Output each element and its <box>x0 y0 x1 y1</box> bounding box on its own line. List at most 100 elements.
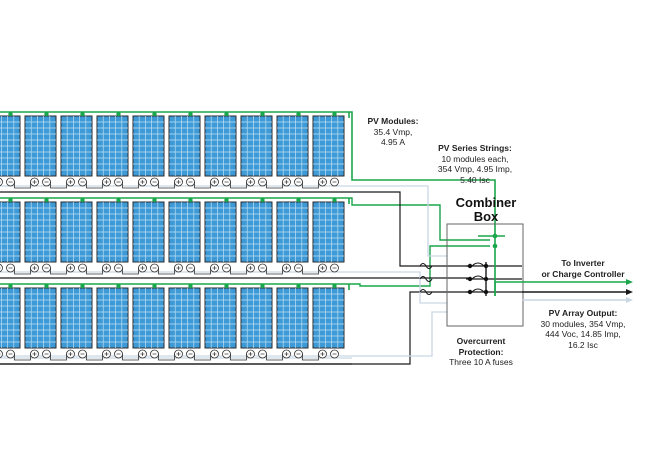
pv-module <box>96 197 139 275</box>
bus-terminal <box>483 276 489 282</box>
series-jumper <box>194 182 211 189</box>
positive-terminal-dot <box>80 111 85 117</box>
positive-terminal-dot <box>492 233 498 239</box>
series-jumper <box>266 354 283 361</box>
positive-home-run <box>349 197 490 241</box>
negative-home-run <box>0 291 470 365</box>
fuse-element <box>471 275 485 280</box>
ground-home-run <box>352 185 447 257</box>
positive-home-run <box>349 111 496 236</box>
pv-modules-title: PV Modules: <box>367 116 419 126</box>
fuse-terminal <box>467 276 473 282</box>
series-jumper <box>86 354 103 361</box>
positive-terminal-dot <box>188 111 193 117</box>
positive-terminal-dot <box>332 197 337 203</box>
series-jumper <box>158 354 175 361</box>
series-jumper <box>230 354 247 361</box>
positive-terminal-dot <box>296 111 301 117</box>
fuse-element <box>471 262 485 267</box>
to-inverter-title-2: or Charge Controller <box>541 268 625 279</box>
fuse <box>419 262 433 270</box>
combiner-box-title: Combiner Box <box>446 196 526 224</box>
overcurrent-title: Overcurrent <box>456 336 506 346</box>
pv-module <box>312 283 345 359</box>
positive-terminal-dot <box>8 197 13 203</box>
pv-module-grid <box>0 111 345 361</box>
fuse <box>419 288 433 296</box>
pv-module <box>60 283 103 361</box>
combiner-box-outline <box>446 223 524 327</box>
series-jumper <box>86 182 103 189</box>
pv-module <box>168 197 211 275</box>
pv-modules-label: PV Modules: 35.4 Vmp, 4.95 A <box>362 116 424 148</box>
positive-terminal-dot <box>44 197 49 203</box>
series-jumper <box>158 182 175 189</box>
series-jumper <box>50 182 67 189</box>
pv-module <box>24 111 67 189</box>
pv-array-output-line-1: 30 modules, 354 Vmp, <box>540 318 626 329</box>
fuse-element <box>471 288 485 293</box>
positive-terminal-dot <box>224 283 229 289</box>
pv-module <box>60 111 103 189</box>
positive-terminal-dot <box>152 111 157 117</box>
positive-terminal-dot <box>296 283 301 289</box>
combiner-box <box>446 223 524 327</box>
positive-terminal-dot <box>80 197 85 203</box>
output-arrowhead <box>626 279 633 285</box>
positive-terminal-dot <box>332 111 337 117</box>
pv-module <box>240 283 283 361</box>
pv-module <box>0 197 31 275</box>
positive-terminal-dot <box>332 283 337 289</box>
positive-terminal-dot <box>80 283 85 289</box>
pv-module <box>312 111 345 187</box>
series-jumper <box>14 354 31 361</box>
pv-module <box>204 197 247 275</box>
series-jumper <box>122 268 139 275</box>
pv-module <box>312 197 345 273</box>
positive-home-run <box>349 245 490 287</box>
pv-module <box>168 283 211 361</box>
series-jumper <box>302 354 319 361</box>
series-jumper <box>302 268 319 275</box>
pv-module <box>240 111 283 189</box>
pv-series-strings-line-3: 5.40 Isc <box>460 174 490 185</box>
pv-array-output-label: PV Array Output: 30 modules, 354 Vmp, 44… <box>528 308 638 350</box>
positive-terminal <box>0 263 3 273</box>
positive-terminal <box>0 177 3 187</box>
positive-terminal-dot <box>224 111 229 117</box>
pv-module <box>240 197 283 275</box>
series-jumper <box>122 354 139 361</box>
overcurrent-protection-label: Overcurrent Protection: Three 10 A fuses <box>438 336 524 368</box>
positive-terminal-dot <box>8 283 13 289</box>
pv-module <box>276 197 319 275</box>
combiner-box-title-line-1: Combiner <box>455 195 517 210</box>
pv-module <box>276 111 319 189</box>
pv-module <box>60 197 103 275</box>
pv-module <box>24 283 67 361</box>
bus-terminal <box>483 263 489 269</box>
to-inverter-title: To Inverter <box>561 258 605 268</box>
pv-series-strings-line-1: 10 modules each, <box>441 153 509 164</box>
positive-terminal-dot <box>44 111 49 117</box>
series-jumper <box>230 268 247 275</box>
positive-terminal-dot <box>152 197 157 203</box>
positive-terminal-dot <box>152 283 157 289</box>
output-arrowhead <box>626 297 633 303</box>
overcurrent-line-1: Three 10 A fuses <box>449 357 513 367</box>
pv-module <box>0 111 31 189</box>
fuse-terminal <box>467 289 473 295</box>
pv-array-output-line-2: 444 Voc, 14.85 Imp, <box>545 329 621 339</box>
positive-terminal-dot <box>188 197 193 203</box>
fuse-terminal <box>467 263 473 269</box>
pv-series-strings-label: PV Series Strings: 10 modules each, 354 … <box>425 143 525 185</box>
pv-module <box>276 283 319 361</box>
series-jumper <box>86 268 103 275</box>
positive-terminal-dot <box>8 111 13 117</box>
pv-module <box>204 111 247 189</box>
array-output-wires <box>494 279 633 303</box>
series-jumper <box>50 268 67 275</box>
positive-terminal-dot <box>116 283 121 289</box>
positive-terminal-dot <box>260 197 265 203</box>
pv-module <box>96 283 139 361</box>
series-jumper <box>266 182 283 189</box>
